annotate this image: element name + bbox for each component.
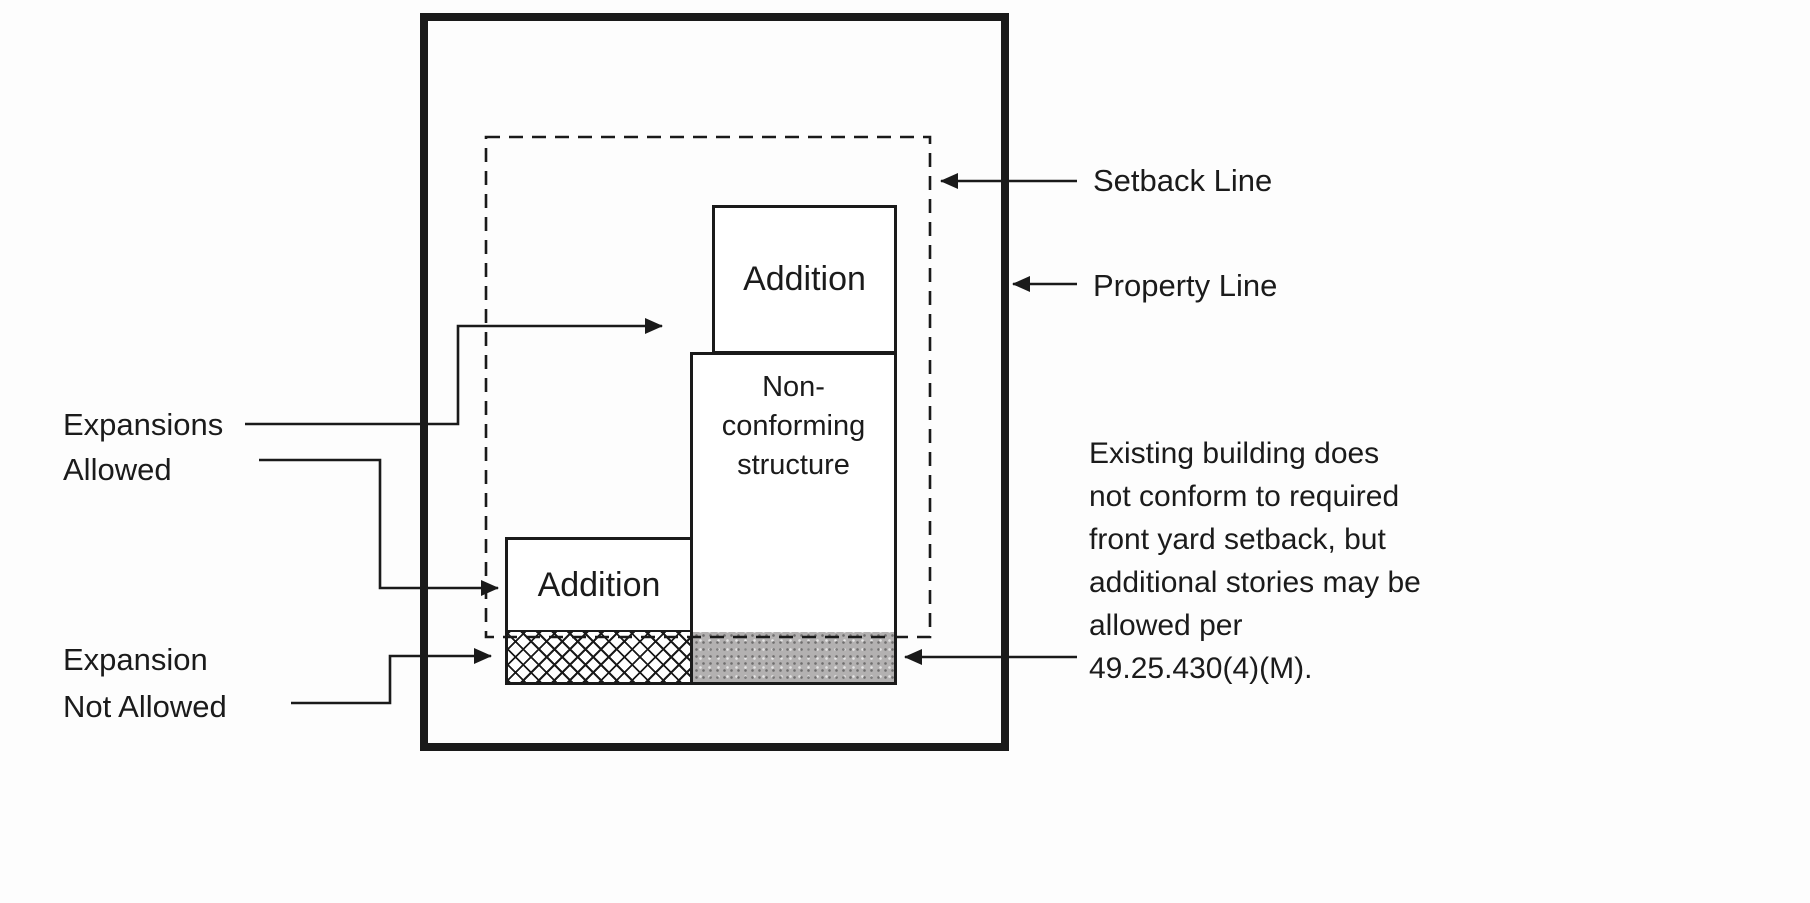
addition-bottom-label: Addition xyxy=(537,565,661,604)
property-line-label: Property Line xyxy=(1093,268,1278,303)
expansion-not-allowed-line-1: Expansion xyxy=(63,642,208,677)
addition-bottom-box: Addition xyxy=(505,537,693,685)
setback-note-text: Existing building does not conform to re… xyxy=(1089,432,1549,690)
expansion-not-allowed-line-2: Not Allowed xyxy=(63,689,227,724)
addition-bottom-label-area: Addition xyxy=(508,540,690,630)
expansions-allowed-line-2: Allowed xyxy=(63,452,172,487)
note-line-2: not conform to required xyxy=(1089,480,1400,513)
expansion-not-allowed-gray-strip xyxy=(693,632,894,682)
note-line-5: allowed per xyxy=(1089,609,1243,642)
note-line-6: 49.25.430(4)(M). xyxy=(1089,652,1313,685)
addition-top-box: Addition xyxy=(712,205,897,354)
addition-top-label: Addition xyxy=(743,260,866,298)
expansions-allowed-label: Expansions Allowed xyxy=(63,402,223,492)
note-line-3: front yard setback, but xyxy=(1089,523,1386,556)
note-line-4: additional stories may be xyxy=(1089,566,1421,599)
expansion-not-allowed-hatch-strip xyxy=(508,630,690,682)
expansions-allowed-line-1: Expansions xyxy=(63,407,224,442)
nonconforming-label-line-1: Non- xyxy=(762,371,825,403)
nonconforming-structure-box: Non- conforming structure xyxy=(690,352,897,685)
expansion-not-allowed-label: Expansion Not Allowed xyxy=(63,636,227,730)
nonconforming-label-line-2: conforming xyxy=(721,410,866,442)
nonconforming-structure-label: Non- conforming structure xyxy=(693,355,894,485)
note-line-1: Existing building does xyxy=(1089,437,1380,470)
setback-line-label: Setback Line xyxy=(1093,163,1273,198)
nonconforming-label-line-3: structure xyxy=(737,449,850,481)
